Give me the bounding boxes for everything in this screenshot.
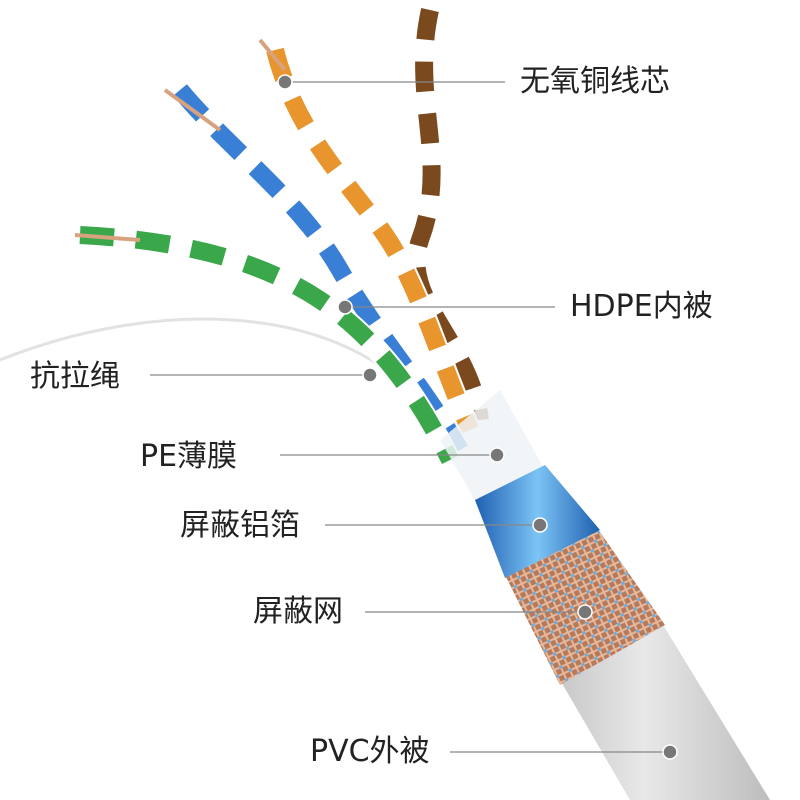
pvc-jacket [560,620,770,800]
dot-tensile-cord [362,367,378,383]
label-pe-film: PE薄膜 [140,439,238,474]
label-hdpe-inner: HDPE内被 [570,289,713,324]
label-tensile-cord: 抗拉绳 [30,359,120,394]
pair-orange [258,38,481,435]
pair-brown [405,7,491,422]
dot-hdpe-inner [337,299,353,315]
pe-film [440,390,545,500]
label-aluminum-foil: 屏蔽铝箔 [180,508,300,543]
dot-pe-film [489,447,505,463]
dot-shield-mesh [577,604,593,620]
label-pvc-jacket: PVC外被 [310,734,430,769]
dot-copper-core [277,74,293,90]
dot-aluminum-foil [532,517,548,533]
dot-pvc-jacket [662,744,678,760]
pair-green [74,224,460,465]
label-copper-core: 无氧铜线芯 [520,64,670,99]
label-shield-mesh: 屏蔽网 [253,594,343,629]
